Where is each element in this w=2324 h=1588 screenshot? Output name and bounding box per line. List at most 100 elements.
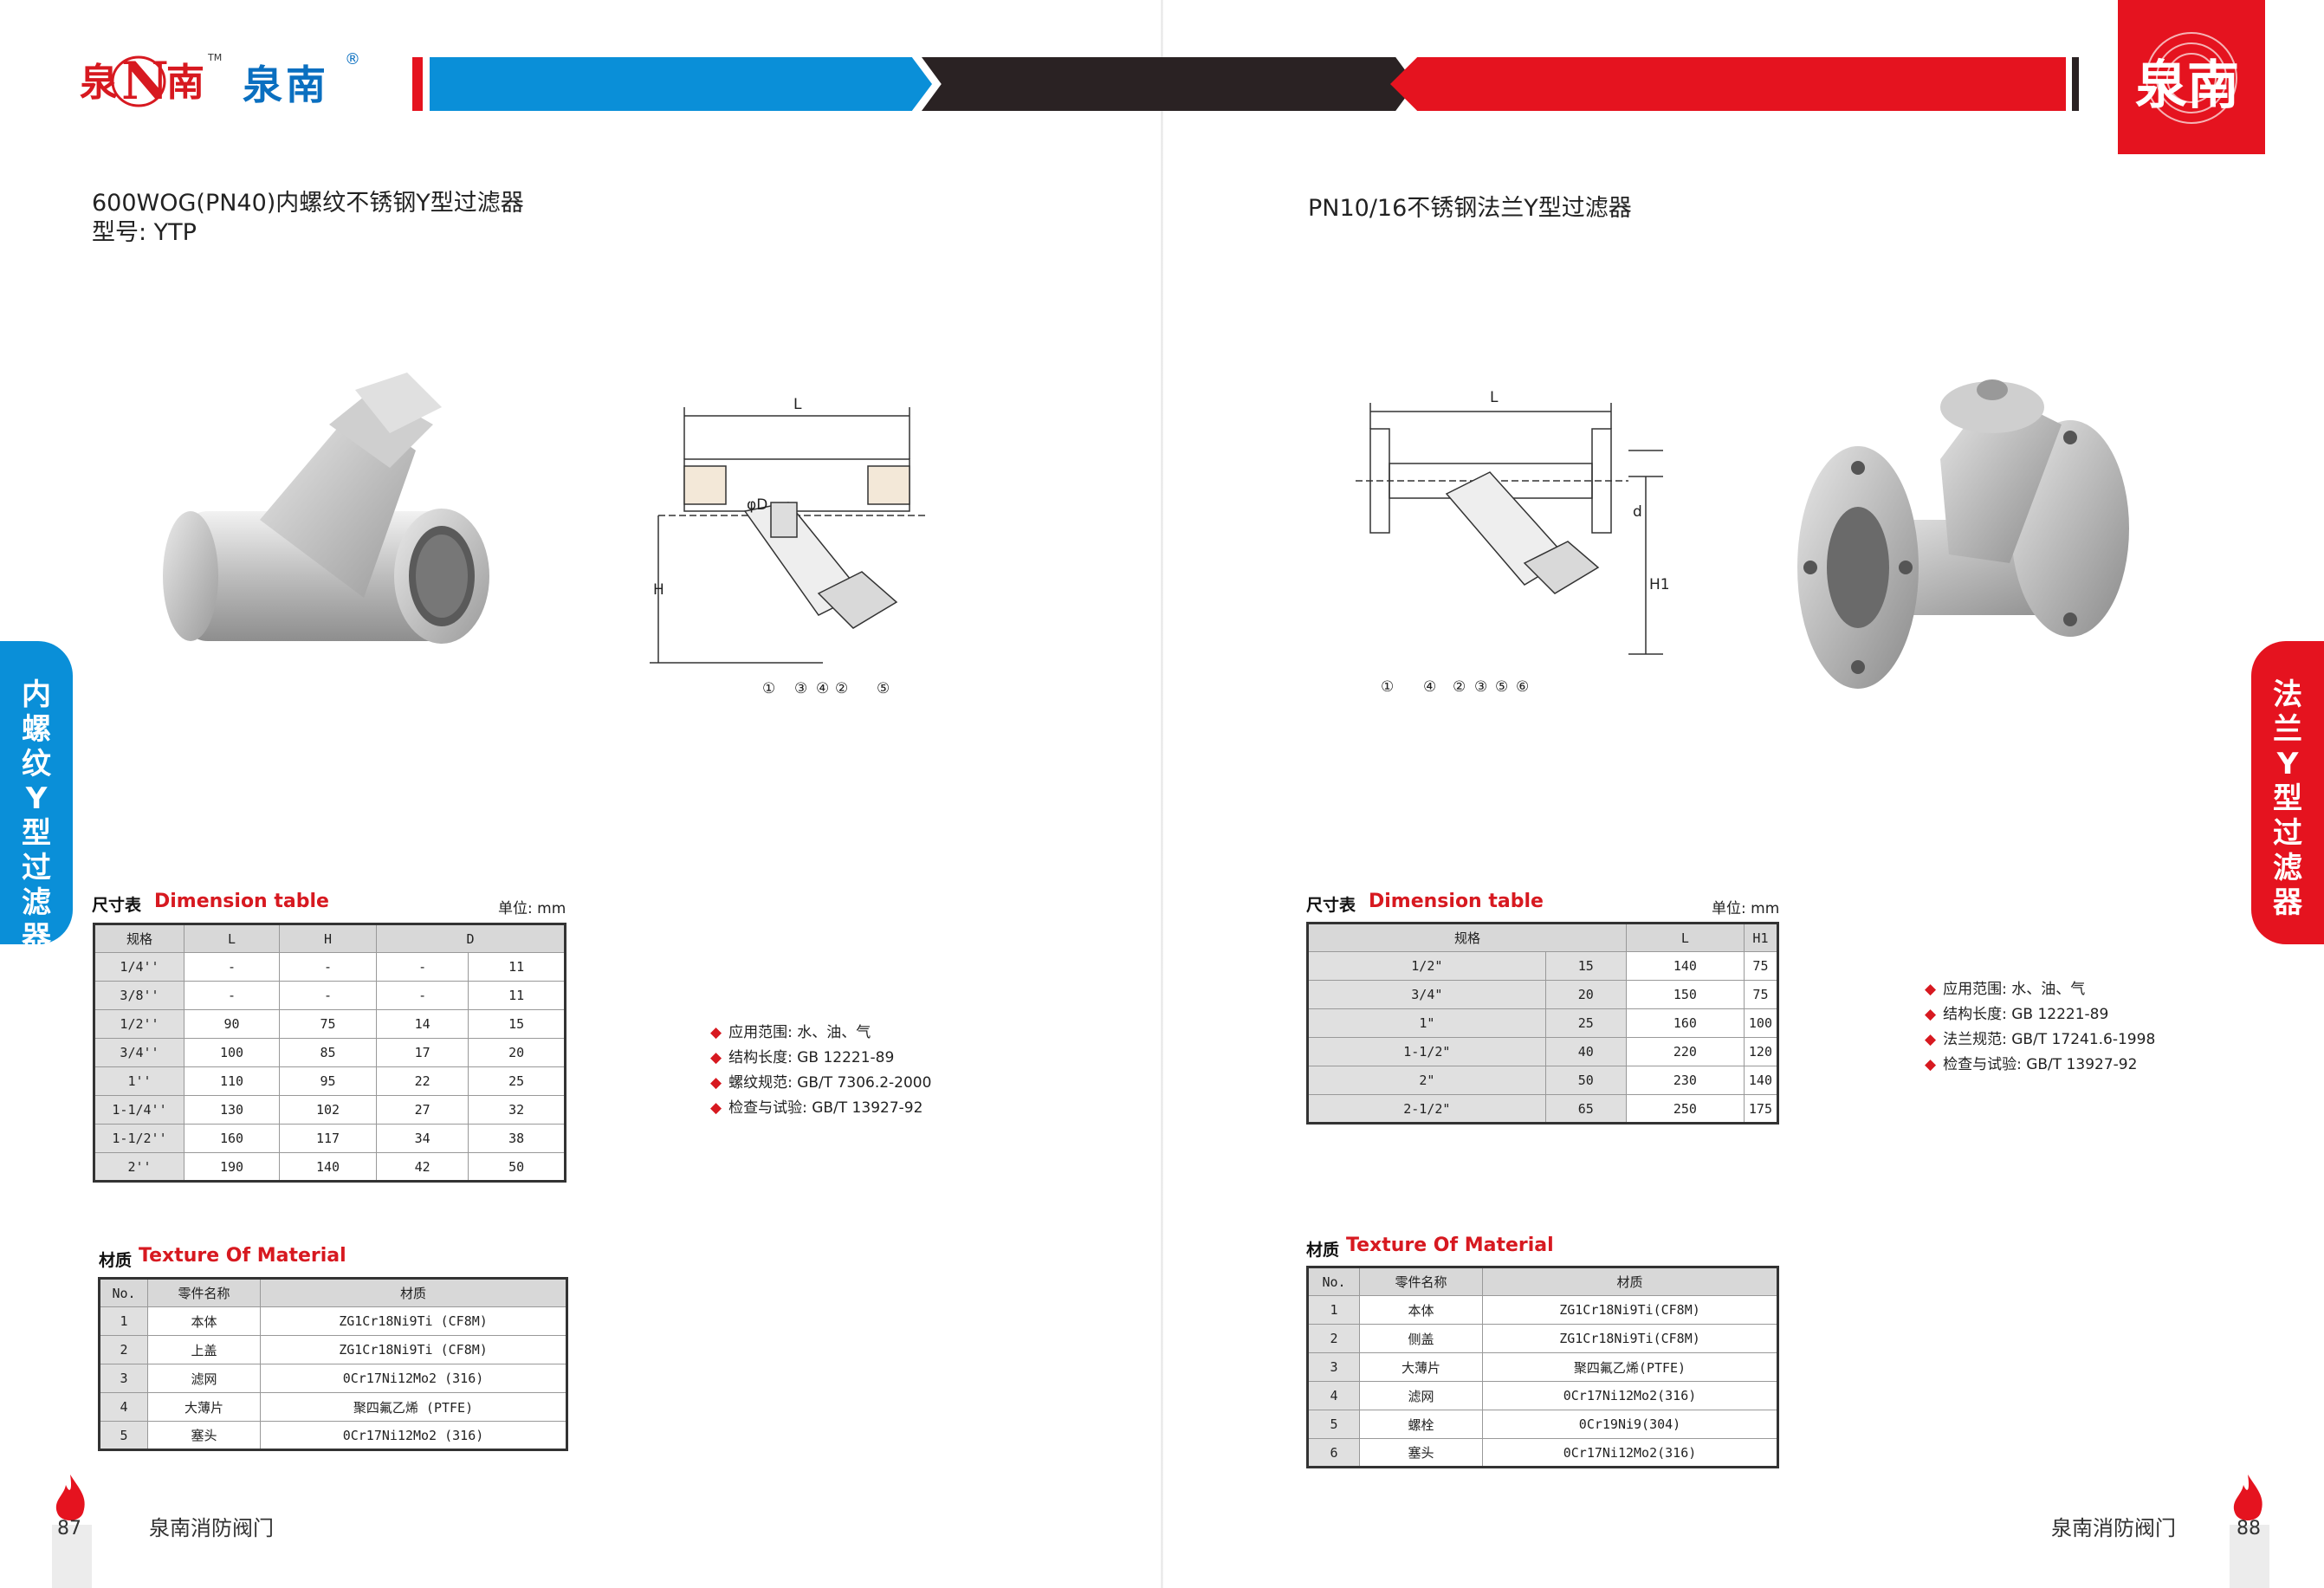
table-cell: 15 — [468, 1009, 566, 1039]
table-cell: 102 — [279, 1095, 377, 1125]
table-cell: ZG1Cr18Ni9Ti (CF8M) — [260, 1306, 567, 1336]
table-cell: 27 — [375, 1095, 469, 1125]
col-header: H1 — [1743, 923, 1779, 952]
dim-H1-label: H1 — [1649, 576, 1670, 593]
table-cell: 160 — [1625, 1008, 1745, 1038]
table-cell: 220 — [1625, 1037, 1745, 1066]
table-cell: 95 — [279, 1066, 377, 1096]
dim-D-label: φD — [747, 496, 767, 514]
left-side-tab[interactable]: 内螺纹Y型过滤器 — [0, 641, 73, 955]
table-cell: 0Cr17Ni12Mo2(316) — [1482, 1381, 1778, 1410]
callout-1: ① — [762, 680, 775, 697]
left-mat-label-en: Texture Of Material — [139, 1245, 346, 1267]
col-header: H — [279, 924, 377, 953]
threaded-strainer-photo — [163, 373, 489, 644]
table-cell: 1/2" — [1307, 951, 1546, 981]
logo-icon: 泉 N 南 — [80, 51, 204, 112]
svg-text:南: 南 — [166, 61, 204, 105]
page-number-bar — [52, 1525, 92, 1588]
band-dark — [922, 57, 1415, 111]
table-cell: 1 — [99, 1306, 148, 1336]
brand-name: 泉南 — [243, 62, 329, 108]
col-header: L — [1625, 923, 1745, 952]
flame-icon — [2233, 1475, 2263, 1520]
left-dim-label-en: Dimension table — [154, 891, 329, 912]
col-header: 规格 — [1307, 923, 1627, 952]
table-cell: 85 — [279, 1038, 377, 1067]
emblem-text: 泉南 — [2135, 55, 2239, 116]
table-cell: 22 — [375, 1066, 469, 1096]
table-cell: - — [184, 981, 280, 1010]
table-cell: - — [184, 952, 280, 982]
table-cell: 3 — [99, 1364, 148, 1393]
brand-emblem: 泉南 — [2118, 0, 2265, 154]
table-header-row: No. 零件名称 材质 — [99, 1278, 567, 1307]
table-cell: 1-1/4'' — [94, 1095, 184, 1125]
right-mat-label-en: Texture Of Material — [1346, 1235, 1554, 1256]
table-cell: 15 — [1544, 951, 1627, 981]
right-dim-unit: 单位: mm — [1712, 900, 1780, 917]
callout-5: ⑤ — [877, 680, 890, 697]
table-cell: 130 — [184, 1095, 280, 1125]
table-cell: 1'' — [94, 1066, 184, 1096]
table-cell: 0Cr17Ni12Mo2 (316) — [260, 1421, 567, 1450]
table-cell: 2-1/2" — [1307, 1094, 1546, 1124]
col-header: 规格 — [94, 924, 184, 953]
table-cell: 滤网 — [1359, 1381, 1483, 1410]
table-cell: 4 — [1307, 1381, 1360, 1410]
table-cell: 190 — [184, 1152, 280, 1182]
table-cell: 上盖 — [147, 1335, 261, 1364]
left-specs: ◆应用范围: 水、油、气 ◆结构长度: GB 12221-89 ◆螺纹规范: G… — [710, 1021, 931, 1121]
table-cell: - — [279, 952, 377, 982]
table-cell: 140 — [1743, 1066, 1779, 1095]
table-cell: 2 — [1307, 1324, 1360, 1353]
left-mat-label-cn: 材质 — [99, 1251, 133, 1270]
band-red-stub — [412, 57, 423, 111]
col-header: No. — [99, 1278, 148, 1307]
band-blue — [430, 57, 932, 111]
table-cell: 20 — [1544, 980, 1627, 1009]
table-cell: 140 — [1625, 951, 1745, 981]
col-header: 零件名称 — [1359, 1267, 1483, 1296]
right-side-tab-label: 法兰Y型过滤器 — [2273, 677, 2302, 920]
table-cell: 3 — [1307, 1352, 1360, 1382]
right-side-tab[interactable]: 法兰Y型过滤器 — [2251, 641, 2324, 944]
table-cell: ZG1Cr18Ni9Ti (CF8M) — [260, 1335, 567, 1364]
flame-icon — [55, 1475, 85, 1520]
dim-L-label: L — [793, 396, 802, 413]
table-cell: 100 — [184, 1038, 280, 1067]
table-cell: 50 — [1544, 1066, 1627, 1095]
table-cell: 4 — [99, 1392, 148, 1422]
table-cell: 20 — [468, 1038, 566, 1067]
callout-3: ③ — [1474, 678, 1487, 696]
table-cell: 1-1/2'' — [94, 1124, 184, 1153]
table-cell: 150 — [1625, 980, 1745, 1009]
spec-item: ◆检查与试验: GB/T 13927-92 — [1925, 1056, 2138, 1073]
spec-item: ◆应用范围: 水、油、气 — [710, 1024, 871, 1041]
table-cell: 75 — [1743, 951, 1779, 981]
page-fold — [1161, 0, 1163, 1588]
table-cell: 塞头 — [147, 1421, 261, 1450]
table-cell: 250 — [1625, 1094, 1745, 1124]
table-cell: 11 — [468, 952, 566, 982]
table-cell: 3/4'' — [94, 1038, 184, 1067]
table-cell: 滤网 — [147, 1364, 261, 1393]
table-cell: 2'' — [94, 1152, 184, 1182]
table-cell: 65 — [1544, 1094, 1627, 1124]
table-cell: 34 — [375, 1124, 469, 1153]
table-cell: 1/4'' — [94, 952, 184, 982]
left-model: 型号: YTP — [92, 219, 197, 246]
